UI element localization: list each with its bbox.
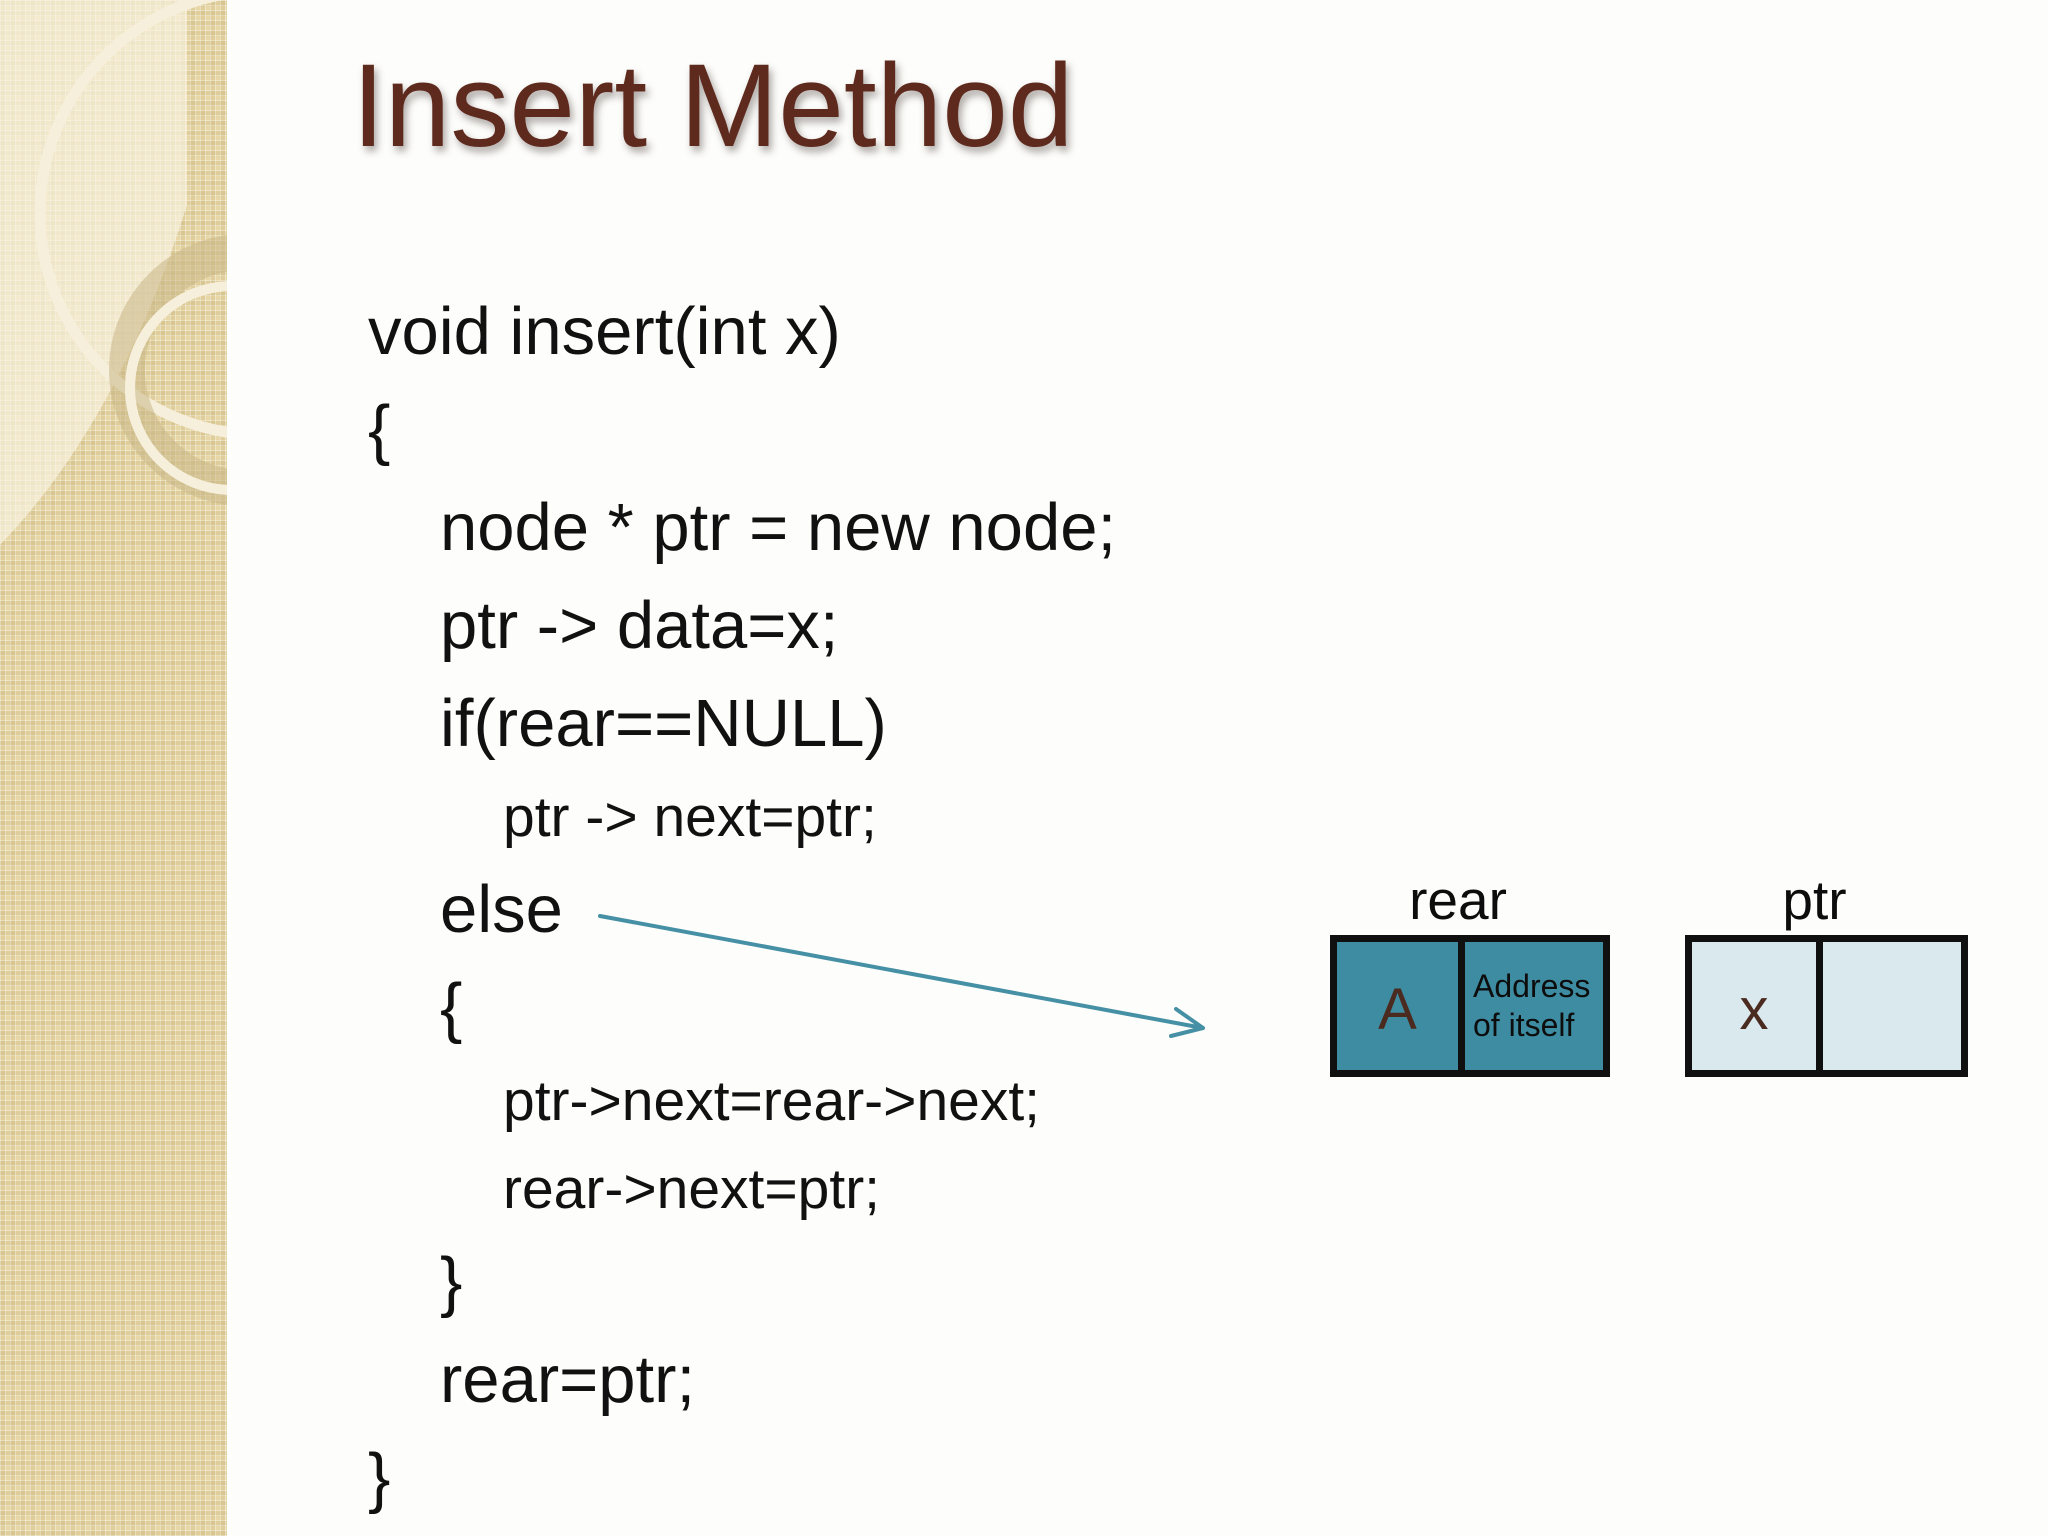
code-line: } [368,1440,391,1515]
rear-data-value: A [1378,976,1417,1042]
code-line: rear->next=ptr; [503,1157,881,1221]
sidebar-light-corner-shape [0,0,187,545]
code-line: if(rear==NULL) [440,686,887,761]
code-line: { [440,970,463,1045]
rear-next-cell: Address of itself [1465,942,1603,1070]
sidebar-circles-graphic [0,0,227,545]
sidebar-decoration [0,0,227,1536]
code-line: void insert(int x) [368,294,841,369]
ptr-node-box: x [1685,935,1968,1077]
sidebar-large-ring [34,0,227,438]
ptr-data-cell: x [1692,942,1823,1070]
rear-next-value: Address of itself [1473,968,1591,1043]
code-line: else [440,872,563,947]
code-line: ptr -> next=ptr; [503,785,877,849]
code-block: void insert(int x) { node * ptr = new no… [368,283,1116,1527]
code-line: { [368,392,391,467]
code-line: rear=ptr; [440,1342,696,1417]
rear-node-box: A Address of itself [1330,935,1610,1077]
ptr-next-cell [1823,942,1961,1070]
ptr-node-label: ptr [1782,869,1847,931]
code-line: node * ptr = new node; [440,490,1117,565]
code-line: } [440,1244,463,1319]
rear-data-cell: A [1337,942,1465,1070]
sidebar-inner-ring [125,281,227,495]
code-line: ptr -> data=x; [440,588,839,663]
rear-node-label: rear [1409,869,1507,931]
ptr-data-value: x [1739,976,1769,1042]
slide-title: Insert Method [352,40,1074,172]
code-line: ptr->next=rear->next; [503,1069,1041,1133]
